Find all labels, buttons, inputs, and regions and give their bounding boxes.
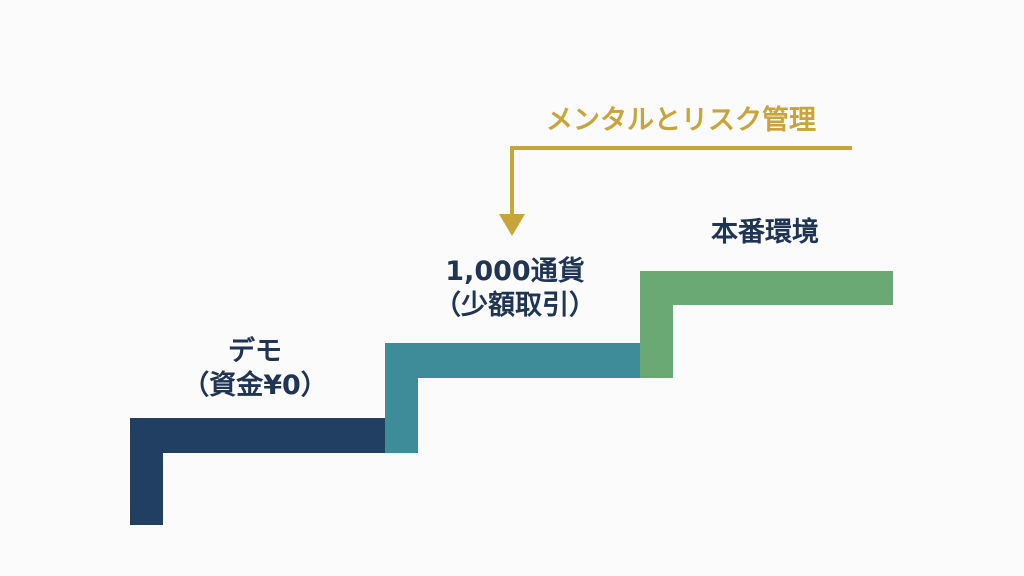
step-demo-subtitle: （資金¥0） [182, 369, 328, 401]
step-small-trade [385, 343, 640, 453]
step-small-trade-subtitle: （少額取引） [434, 289, 596, 321]
step-small-trade-title: 1,000通貨 [445, 256, 585, 287]
step-live [640, 271, 893, 378]
annotation-arrow-line [510, 146, 852, 216]
step-demo [130, 418, 385, 525]
step-live-label: 本番環境 [680, 216, 850, 250]
step-demo-label: デモ （資金¥0） [160, 335, 350, 403]
step-small-trade-label: 1,000通貨 （少額取引） [410, 255, 620, 323]
step-demo-title: デモ [228, 336, 282, 367]
annotation-label: メンタルとリスク管理 [546, 105, 816, 136]
step-live-title: 本番環境 [711, 217, 819, 248]
arrow-head-icon [499, 214, 525, 236]
